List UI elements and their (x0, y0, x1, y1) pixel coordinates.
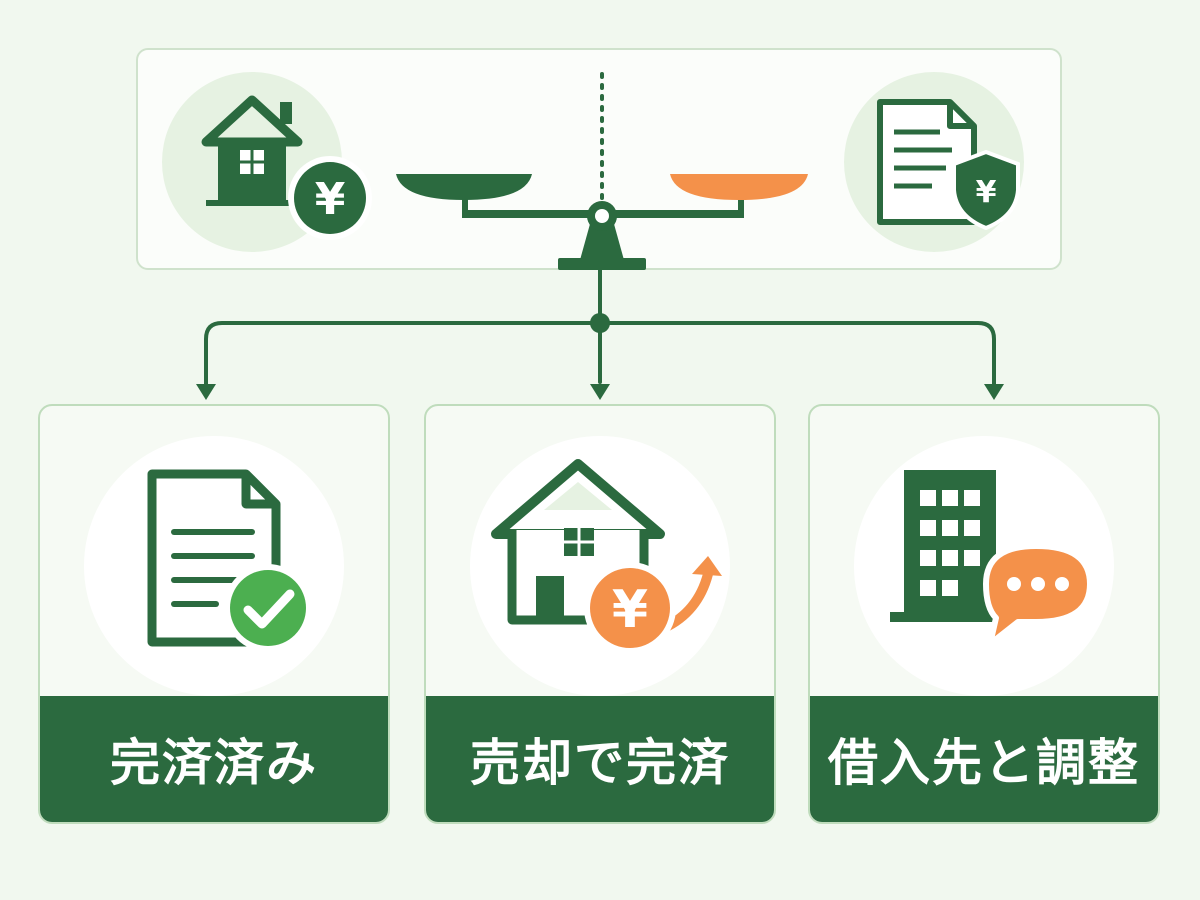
connector-left (204, 321, 602, 386)
connector-junction (590, 313, 610, 333)
building-speech-bubble-icon (890, 470, 1093, 647)
balance-panel: ¥ ¥ (136, 48, 1062, 270)
option-label-band: 借入先と調整 (810, 696, 1158, 822)
svg-text:¥: ¥ (976, 175, 997, 210)
option-card-paid-off: 完済済み (38, 404, 390, 824)
option-label: 完済済み (110, 734, 318, 792)
balance-illustration: ¥ ¥ (162, 72, 1024, 270)
document-with-yen-shield-icon: ¥ (844, 72, 1024, 252)
house-yen-up-arrow-icon: ¥ (491, 459, 722, 654)
option-card-negotiate-lender: 借入先と調整 (808, 404, 1160, 824)
connector-right (598, 321, 996, 386)
option-label: 売却で完済 (470, 734, 730, 792)
option-label: 借入先と調整 (828, 734, 1140, 792)
balance-scale-icon (396, 72, 808, 270)
svg-text:¥: ¥ (612, 580, 648, 640)
svg-text:¥: ¥ (315, 174, 346, 225)
arrowhead-left (196, 384, 216, 400)
house-with-yen-coin-icon: ¥ (162, 72, 372, 252)
option-card-sell-to-repay: ¥ 売却で完済 (424, 404, 776, 824)
arrowhead-right (984, 384, 1004, 400)
option-label-band: 売却で完済 (426, 696, 774, 822)
document-check-icon (147, 469, 312, 652)
option-label-band: 完済済み (40, 696, 388, 822)
arrowhead-center (590, 384, 610, 400)
